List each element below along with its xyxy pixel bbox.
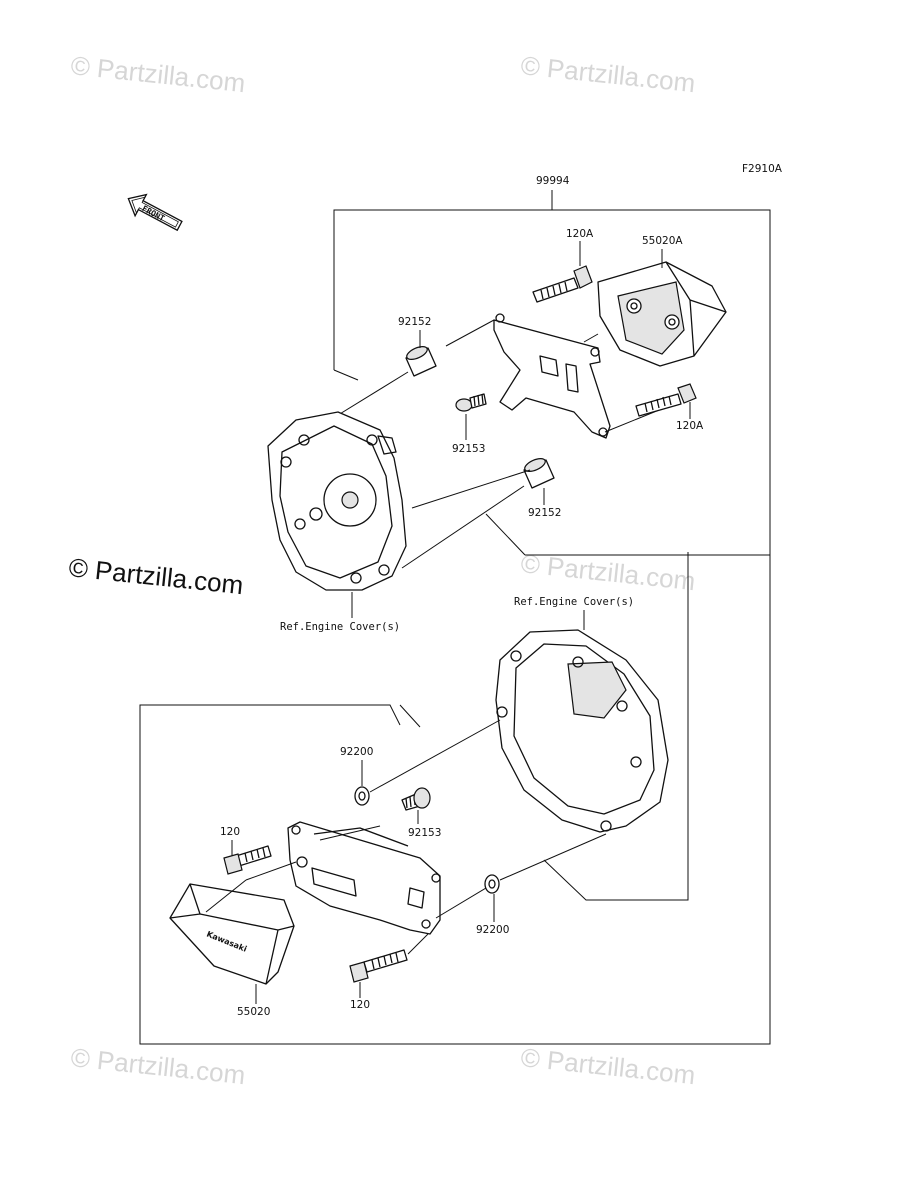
callout-92200-upper: 92200 [340, 746, 373, 758]
leader-line [583, 333, 599, 343]
leader-line [401, 485, 525, 569]
leader-line [435, 887, 487, 919]
leader-line [369, 719, 501, 793]
kit-frame-upper-tail [333, 369, 359, 381]
watermark: © Partzilla.com [69, 1042, 246, 1090]
watermark: © Partzilla.com [519, 50, 696, 98]
collar-92152-mid [523, 458, 555, 489]
callout-92153-lower: 92153 [408, 827, 441, 839]
callout-ref-upper: Ref.Engine Cover(s) [280, 621, 400, 633]
bolt-120-lower [349, 949, 408, 983]
kit-frame-right [543, 552, 689, 901]
callout-92152-mid: 92152 [528, 507, 561, 519]
leader-line [407, 933, 429, 955]
watermark: © Partzilla.com [69, 50, 246, 98]
engine-cover-lower [495, 629, 669, 833]
washer-92200-upper [354, 786, 370, 806]
engine-cover-upper [267, 411, 407, 591]
callout-ref-lower: Ref.Engine Cover(s) [514, 596, 634, 608]
callout-120a-top: 120A [566, 228, 594, 240]
callout-92153-top: 92153 [452, 443, 485, 455]
callout-120a-right: 120A [676, 420, 704, 432]
callout-120-lower: 120 [350, 999, 370, 1011]
callout-92200-lower: 92200 [476, 924, 509, 936]
leader-line [445, 319, 495, 347]
watermark-bold: © Partzilla.com [67, 552, 244, 600]
kit-frame-lower-tail [399, 704, 421, 728]
bolt-120a-right [635, 383, 697, 417]
collar-92152-top [405, 346, 437, 377]
slider-cover-55020: Kawasaki [169, 883, 295, 985]
bolt-92153-lower [401, 787, 431, 811]
leader-line [205, 879, 247, 913]
slider-cover-55020a [597, 261, 727, 367]
callout-120-left: 120 [220, 826, 240, 838]
leader-line [319, 825, 381, 841]
washer-92200-lower [484, 874, 500, 894]
leader-line [329, 371, 409, 421]
lower-mounting-bracket [287, 821, 441, 935]
bolt-120-left [223, 845, 272, 875]
leader-line [499, 833, 607, 881]
kit-frame-diag [485, 513, 526, 556]
leader-line [245, 861, 297, 881]
bolt-92153-top [455, 393, 487, 412]
kit-number: 99994 [536, 175, 570, 187]
front-arrow-icon: FRONT [127, 193, 183, 232]
callout-55020a: 55020A [642, 235, 683, 247]
watermark: © Partzilla.com [519, 1042, 696, 1090]
callout-55020: 55020 [237, 1006, 270, 1018]
callout-92152-top: 92152 [398, 316, 431, 328]
bolt-120a-top [532, 265, 593, 303]
figure-code: F2910A [742, 163, 783, 175]
kit-frame-lower [139, 555, 771, 1045]
leader-line [411, 469, 531, 509]
mounting-bracket [493, 313, 611, 439]
